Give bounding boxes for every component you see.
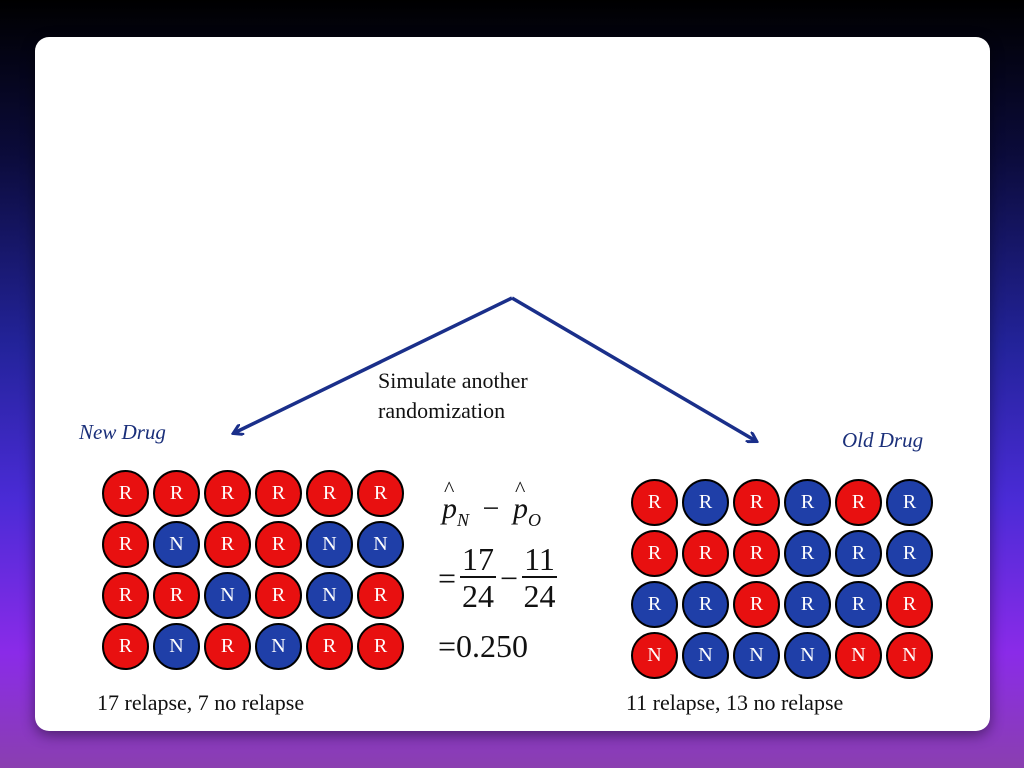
numerator-new: 17 bbox=[460, 541, 497, 578]
difference-result: 0.250 bbox=[456, 628, 529, 664]
simulate-label-line1: Simulate another bbox=[378, 368, 528, 393]
denominator-new: 24 bbox=[462, 578, 495, 614]
simulate-label-line2: randomization bbox=[378, 398, 506, 423]
fraction-old: 11 24 bbox=[522, 542, 557, 614]
numerator-old: 11 bbox=[522, 541, 557, 578]
new-drug-ball-relapse: R bbox=[357, 623, 404, 670]
old-drug-ball-no-relapse: R bbox=[784, 581, 831, 628]
old-drug-ball-relapse: R bbox=[631, 530, 678, 577]
old-drug-ball-no-relapse: R bbox=[682, 581, 729, 628]
slide-card bbox=[35, 37, 990, 731]
new-drug-ball-no-relapse: N bbox=[204, 572, 251, 619]
phat-difference: pN − pO bbox=[442, 492, 541, 530]
p-hat-n: p bbox=[442, 492, 457, 525]
new-drug-ball-relapse: R bbox=[102, 470, 149, 517]
old-drug-ball-relapse: R bbox=[886, 581, 933, 628]
new-drug-ball-no-relapse: N bbox=[153, 521, 200, 568]
old-drug-ball-no-relapse: R bbox=[835, 530, 882, 577]
difference-formula: pN − pO = 17 24 − 11 24 =0.250 bbox=[438, 492, 608, 672]
old-drug-ball-no-relapse: N bbox=[784, 632, 831, 679]
new-drug-ball-relapse: R bbox=[306, 470, 353, 517]
old-drug-ball-relapse: N bbox=[835, 632, 882, 679]
new-drug-ball-relapse: R bbox=[255, 572, 302, 619]
old-drug-ball-no-relapse: N bbox=[733, 632, 780, 679]
new-drug-ball-relapse: R bbox=[102, 521, 149, 568]
arrow-to-old-drug bbox=[511, 296, 756, 441]
arrow-to-new-drug bbox=[234, 296, 513, 433]
old-drug-ball-relapse: R bbox=[631, 479, 678, 526]
minus-sign: − bbox=[482, 492, 500, 525]
simulate-label: Simulate another randomization bbox=[378, 366, 528, 426]
old-drug-ball-relapse: R bbox=[733, 479, 780, 526]
new-drug-ball-no-relapse: N bbox=[306, 521, 353, 568]
old-drug-ball-no-relapse: R bbox=[631, 581, 678, 628]
new-drug-ball-relapse: R bbox=[255, 521, 302, 568]
equals-sign-1: = bbox=[438, 559, 457, 596]
new-drug-ball-relapse: R bbox=[255, 470, 302, 517]
old-drug-label: Old Drug bbox=[842, 428, 924, 452]
new-drug-ball-no-relapse: N bbox=[255, 623, 302, 670]
new-drug-ball-relapse: R bbox=[306, 623, 353, 670]
old-drug-ball-no-relapse: R bbox=[682, 479, 729, 526]
new-drug-ball-no-relapse: N bbox=[306, 572, 353, 619]
old-drug-ball-no-relapse: N bbox=[682, 632, 729, 679]
minus-sign-2: − bbox=[500, 559, 519, 596]
new-drug-ball-relapse: R bbox=[204, 623, 251, 670]
new-drug-ball-relapse: R bbox=[204, 470, 251, 517]
new-drug-summary: 17 relapse, 7 no relapse bbox=[97, 690, 305, 715]
equals-sign-2: = bbox=[438, 628, 457, 664]
fraction-new: 17 24 bbox=[460, 541, 497, 614]
denominator-old: 24 bbox=[523, 578, 556, 614]
old-drug-ball-no-relapse: R bbox=[784, 479, 831, 526]
fraction-row: = 17 24 − 11 24 bbox=[438, 542, 561, 614]
old-drug-ball-relapse: R bbox=[733, 581, 780, 628]
new-drug-ball-relapse: R bbox=[204, 521, 251, 568]
new-drug-ball-relapse: R bbox=[102, 572, 149, 619]
new-drug-label: New Drug bbox=[79, 420, 166, 444]
old-drug-summary: 11 relapse, 13 no relapse bbox=[626, 690, 844, 715]
result-row: =0.250 bbox=[438, 628, 528, 665]
subscript-n: N bbox=[457, 510, 470, 530]
new-drug-ball-no-relapse: N bbox=[153, 623, 200, 670]
old-drug-ball-no-relapse: R bbox=[835, 581, 882, 628]
old-drug-ball-relapse: R bbox=[682, 530, 729, 577]
old-drug-ball-no-relapse: R bbox=[784, 530, 831, 577]
old-drug-ball-no-relapse: R bbox=[886, 530, 933, 577]
old-drug-ball-relapse: N bbox=[631, 632, 678, 679]
old-drug-ball-relapse: R bbox=[835, 479, 882, 526]
new-drug-ball-no-relapse: N bbox=[357, 521, 404, 568]
subscript-o: O bbox=[527, 510, 541, 530]
new-drug-ball-relapse: R bbox=[153, 470, 200, 517]
p-hat-o: p bbox=[513, 492, 528, 525]
old-drug-ball-no-relapse: R bbox=[886, 479, 933, 526]
new-drug-ball-relapse: R bbox=[102, 623, 149, 670]
old-drug-ball-relapse: N bbox=[886, 632, 933, 679]
new-drug-ball-relapse: R bbox=[357, 572, 404, 619]
new-drug-ball-relapse: R bbox=[357, 470, 404, 517]
old-drug-ball-relapse: R bbox=[733, 530, 780, 577]
new-drug-ball-relapse: R bbox=[153, 572, 200, 619]
